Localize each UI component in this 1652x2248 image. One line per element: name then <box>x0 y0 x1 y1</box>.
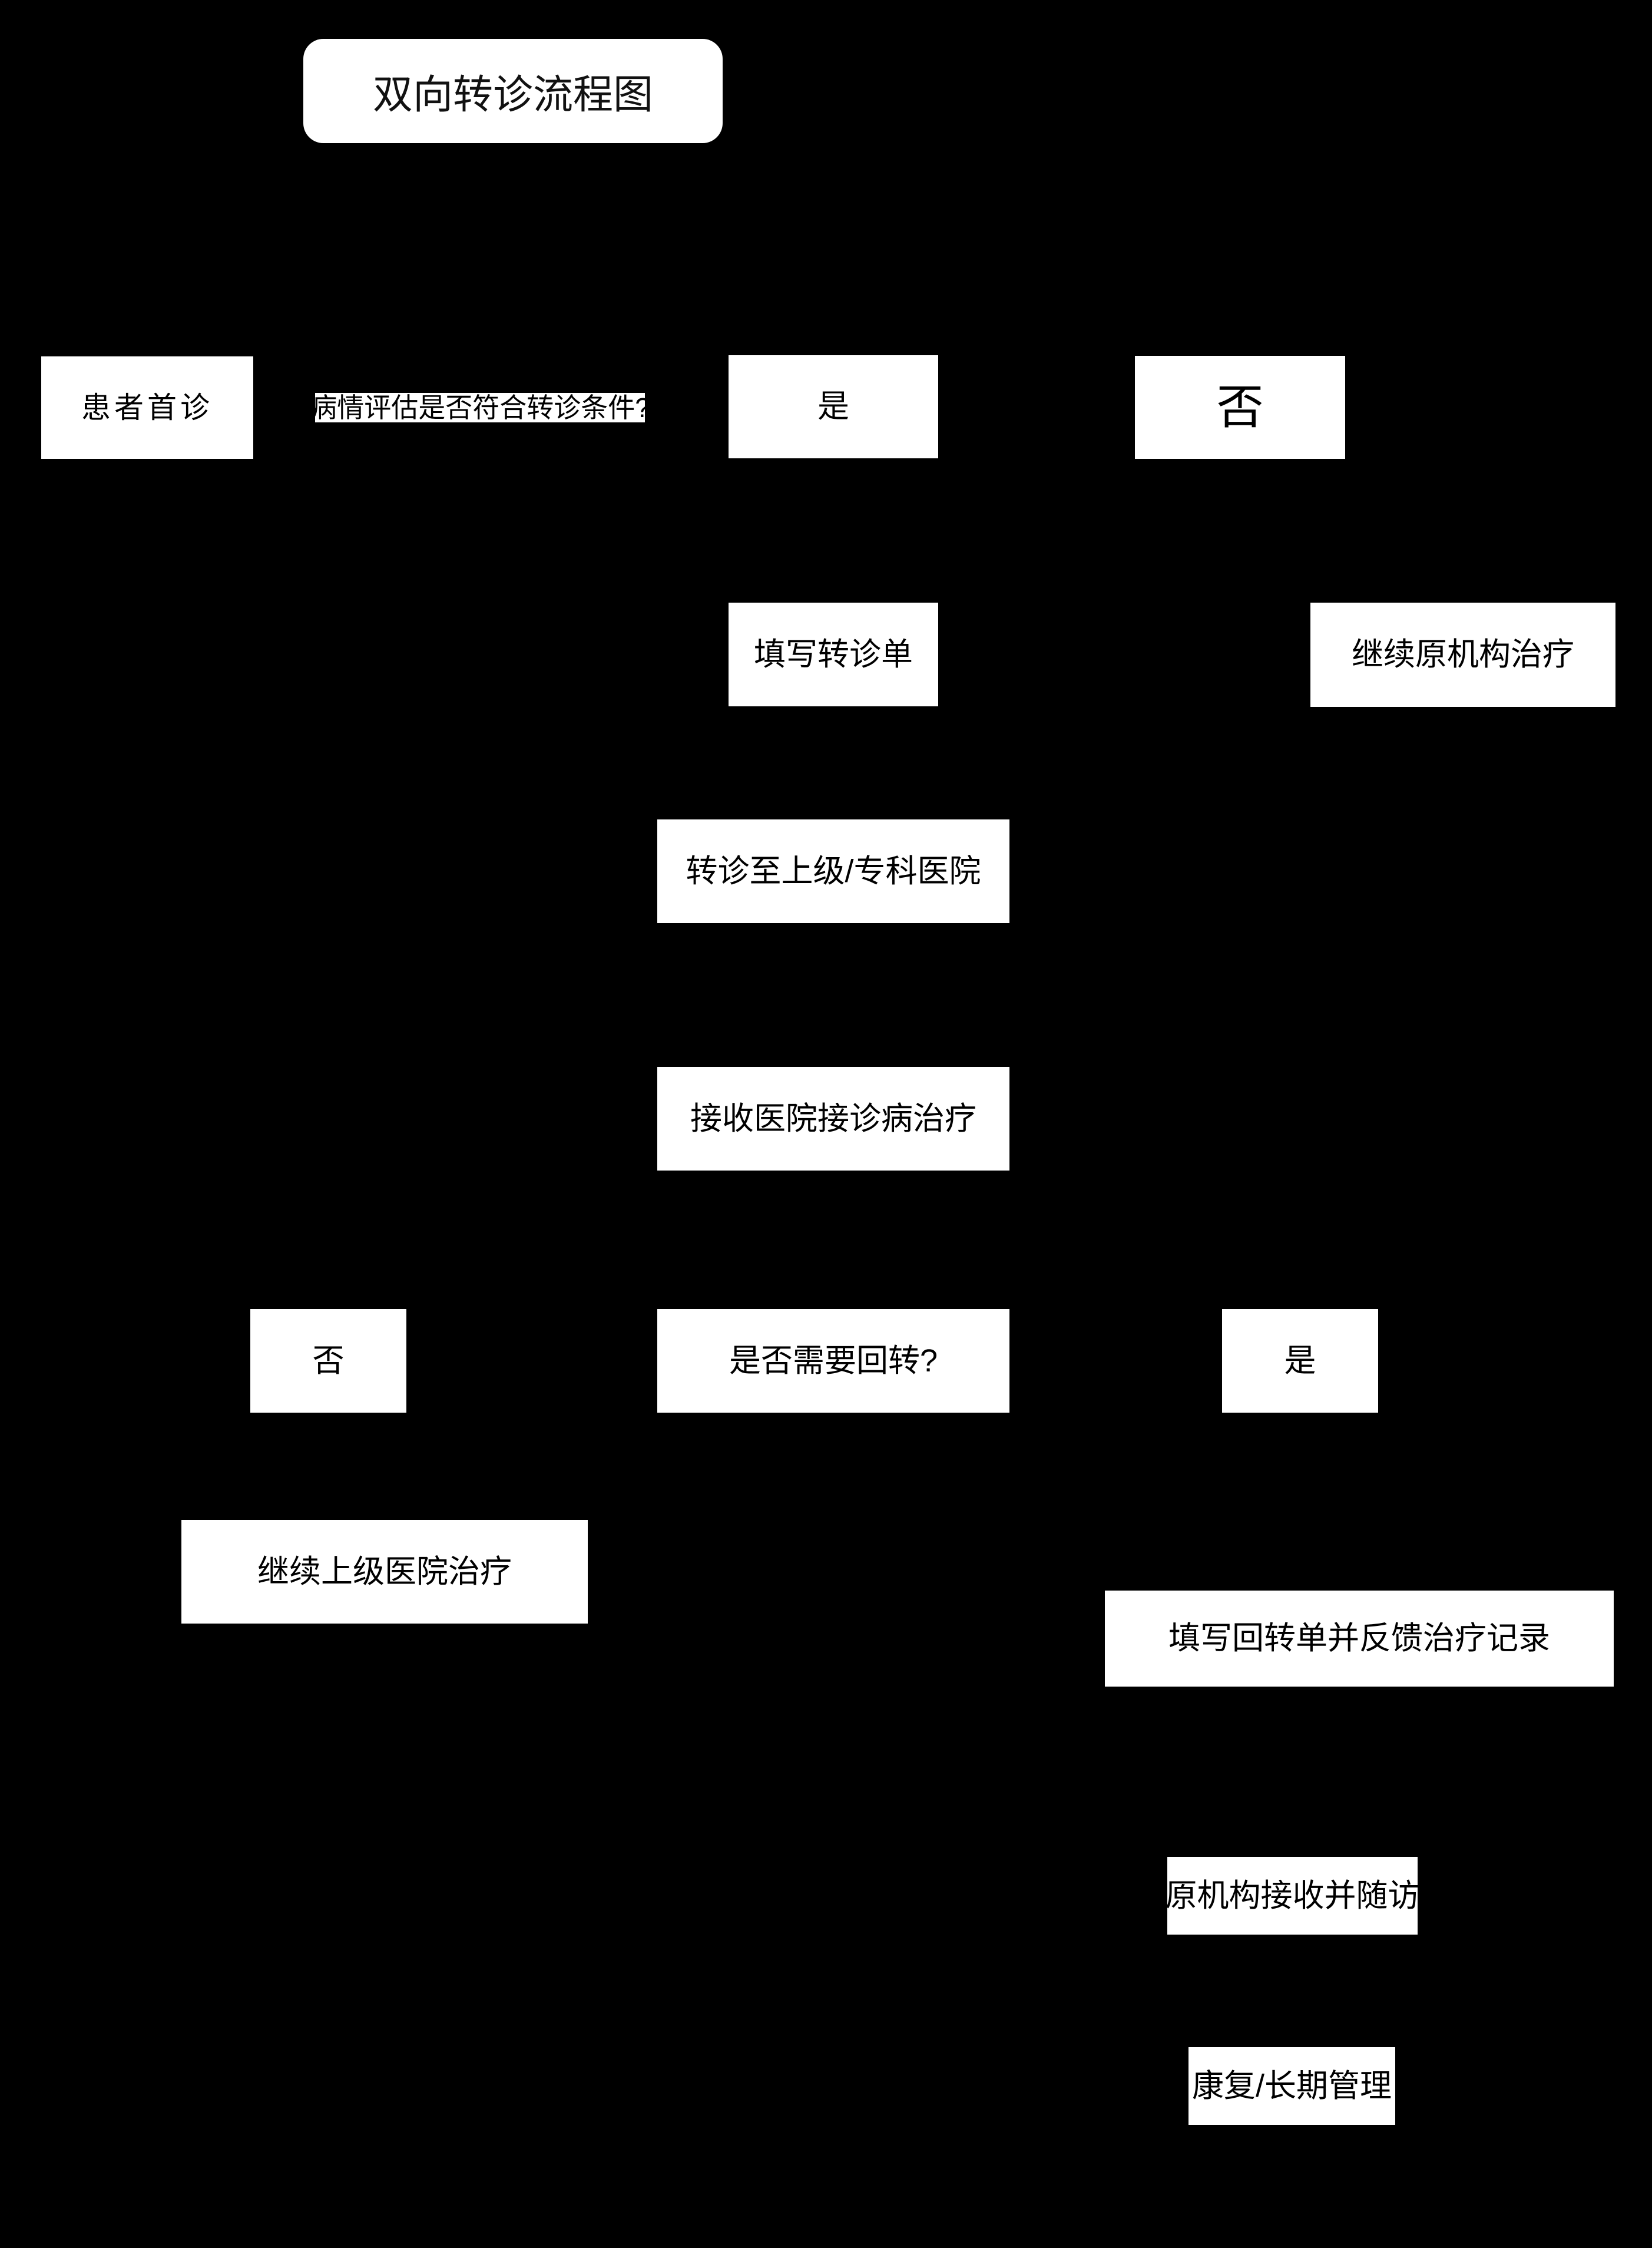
node-original-institution-receives-and-follows-up[interactable]: 原机构接收并随访 <box>1166 1857 1420 1935</box>
node-refer-to-upper-specialist-hospital[interactable]: 转诊至上级/专科医院 <box>657 819 1009 923</box>
node-rehabilitation-long-term-management[interactable]: 康复/长期管理 <box>1188 2047 1395 2125</box>
node-no-branch-1[interactable]: 否 <box>1135 356 1345 459</box>
node-condition-assessment-decision[interactable]: 病情评估是否符合转诊条件? <box>310 392 650 423</box>
node-fill-return-form-and-feedback[interactable]: 填写回转单并反馈治疗记录 <box>1105 1591 1614 1687</box>
node-continue-original-institution-treatment[interactable]: 继续原机构治疗 <box>1310 603 1615 707</box>
node-yes-branch-2[interactable]: 是 <box>1222 1309 1378 1413</box>
node-receiving-hospital-treatment[interactable]: 接收医院接诊病治疗 <box>657 1067 1009 1171</box>
diagram-title: 双向转诊流程图 <box>303 39 723 143</box>
node-continue-upper-hospital-treatment[interactable]: 继续上级医院治疗 <box>181 1520 588 1624</box>
node-fill-referral-form[interactable]: 填写转诊单 <box>729 603 938 706</box>
node-need-return-referral-decision[interactable]: 是否需要回转? <box>657 1309 1009 1413</box>
node-yes-branch-1[interactable]: 是 <box>729 355 938 458</box>
node-no-branch-2[interactable]: 否 <box>250 1309 406 1413</box>
node-patient-first-visit[interactable]: 患者首诊 <box>41 356 253 459</box>
